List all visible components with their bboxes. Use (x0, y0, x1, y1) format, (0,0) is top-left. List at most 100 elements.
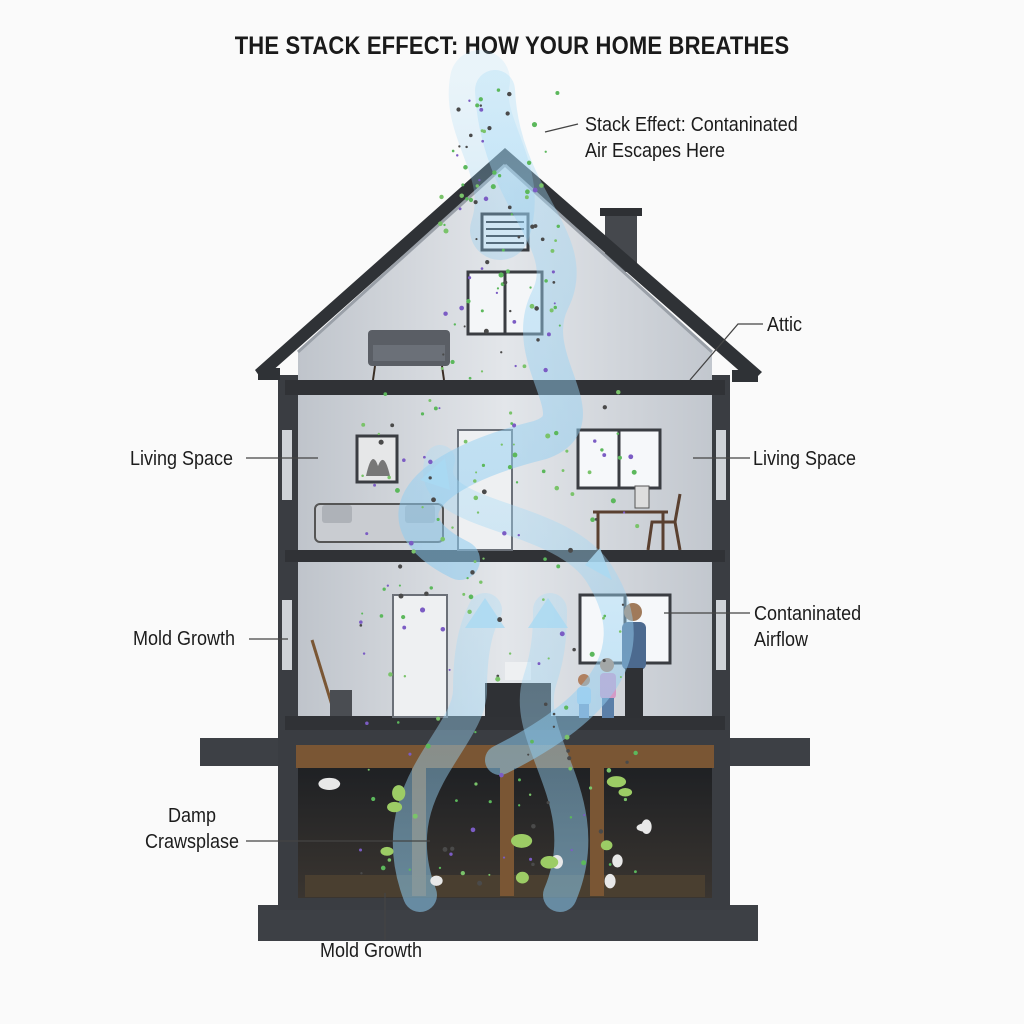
particle (572, 647, 576, 652)
contaminated-airflow (392, 50, 634, 912)
particle (482, 557, 485, 560)
particle (512, 452, 518, 458)
stack-effect-label-line2: Air Escapes Here (585, 140, 726, 162)
particle (379, 614, 384, 618)
particle (443, 311, 448, 316)
particle (550, 248, 555, 253)
particle (424, 591, 429, 596)
particle (512, 423, 517, 428)
particle (509, 411, 513, 415)
particle (483, 196, 489, 202)
particle (411, 549, 416, 554)
particle (610, 498, 616, 504)
particle (496, 287, 500, 290)
particle (408, 752, 412, 756)
particle (474, 782, 478, 786)
mold-patch (387, 801, 403, 813)
particle (480, 370, 484, 373)
stack-effect-label-line1: Stack Effect: Contaninated (585, 114, 798, 136)
particle (467, 609, 472, 615)
particle (570, 848, 573, 852)
mold-growth-bottom-label: Mold Growth (320, 940, 423, 962)
mold-patch (318, 777, 341, 790)
particle (622, 511, 626, 514)
particle (566, 749, 570, 753)
particle (450, 359, 455, 365)
particle (531, 121, 538, 128)
particle (387, 475, 391, 480)
particle (564, 734, 570, 740)
damp-crawlspace-line1: Damp (168, 805, 217, 827)
particle (456, 107, 461, 112)
particle (479, 104, 483, 107)
particle (600, 448, 604, 452)
label-leader-lines (246, 123, 763, 940)
particle (502, 856, 506, 859)
particle (468, 376, 472, 380)
particle (360, 872, 363, 875)
particle (608, 863, 612, 866)
particle (524, 195, 529, 200)
particle (553, 305, 557, 310)
particle (460, 871, 465, 876)
particle (514, 364, 517, 368)
particle (469, 133, 473, 138)
mold-patch (618, 787, 633, 797)
particle (602, 405, 607, 410)
particle (590, 517, 595, 523)
particle (378, 439, 384, 445)
particle (616, 390, 621, 395)
particle (480, 267, 484, 270)
particle (359, 620, 363, 624)
particle (380, 865, 386, 871)
particle (480, 129, 484, 133)
contaminated-airflow-label: Contaninated Airflow (754, 601, 861, 653)
particle (587, 470, 592, 475)
particle (552, 281, 556, 284)
particle (532, 187, 538, 193)
particle (448, 668, 451, 671)
particle (367, 768, 370, 771)
desk-and-chair (593, 485, 682, 551)
particle (508, 652, 512, 655)
particle (438, 221, 443, 227)
mold-patch (606, 776, 627, 788)
particle (473, 560, 477, 563)
particle (507, 91, 512, 97)
particle (567, 756, 572, 761)
particle (490, 184, 496, 190)
particle (459, 305, 464, 311)
particle (475, 471, 478, 474)
air-arrowheads (420, 458, 612, 628)
particle (602, 616, 605, 620)
particle (388, 672, 393, 677)
particle (531, 823, 536, 829)
particle (401, 614, 406, 620)
living-space-left-label: Living Space (130, 448, 234, 470)
particle (371, 796, 376, 802)
particle (531, 862, 535, 867)
particle (635, 524, 640, 529)
particle (455, 799, 458, 803)
particle (543, 367, 548, 373)
particle (594, 517, 598, 521)
particle (398, 564, 403, 569)
particle (440, 626, 446, 632)
particle (481, 463, 486, 467)
particle (554, 239, 557, 243)
mold-patch (515, 871, 529, 884)
particle (359, 848, 363, 852)
particle (498, 272, 504, 278)
particle (425, 743, 431, 749)
particle (475, 103, 480, 108)
diagram-title: THE STACK EFFECT: HOW YOUR HOME BREATHES (234, 32, 790, 60)
particle (634, 870, 637, 874)
particle (433, 406, 438, 411)
particle (480, 309, 484, 313)
particle (473, 200, 478, 205)
particle (440, 536, 446, 542)
particle (474, 730, 477, 734)
particle (475, 238, 478, 241)
particle (553, 302, 556, 305)
particle (438, 407, 441, 410)
